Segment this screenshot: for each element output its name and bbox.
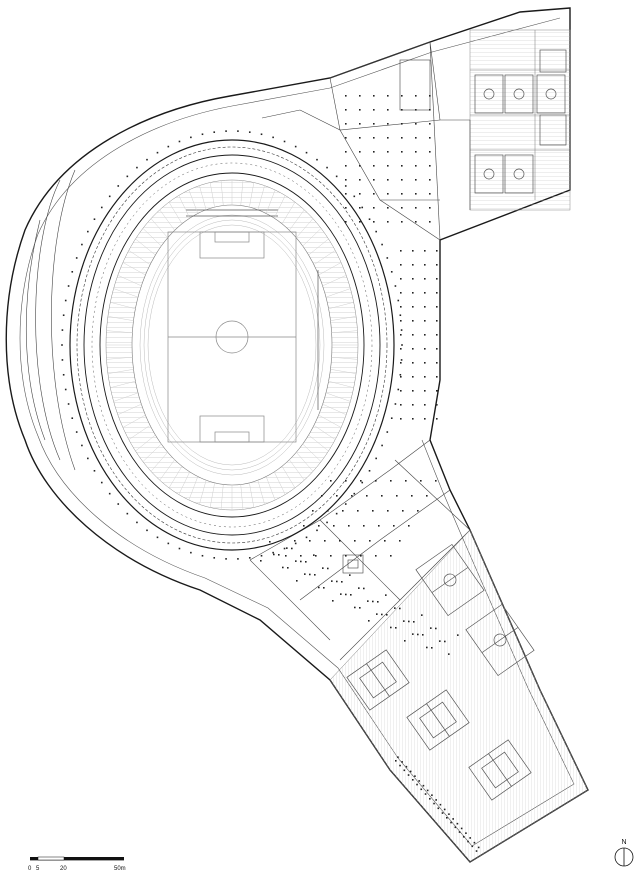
upper-courts-block (469, 29, 571, 211)
north-arrow-icon: N (614, 839, 634, 867)
building-outline (5, 7, 589, 863)
scale-bar: 0 5 20 50m (28, 856, 126, 872)
seating-radials (106, 180, 358, 510)
scale-tick-20: 20 (60, 866, 67, 872)
north-label: N (621, 839, 626, 846)
scale-tick-0: 0 (28, 866, 32, 872)
scale-tick-5: 5 (36, 866, 40, 872)
concourse-rings (25, 169, 76, 471)
lower-courts-block (329, 529, 589, 863)
stadium-bowl (69, 139, 395, 551)
structural-columns (61, 95, 480, 852)
scale-tick-50m: 50m (114, 866, 126, 872)
lower-halls (249, 439, 471, 661)
football-pitch (167, 209, 319, 443)
building-inner-outline (19, 17, 575, 847)
